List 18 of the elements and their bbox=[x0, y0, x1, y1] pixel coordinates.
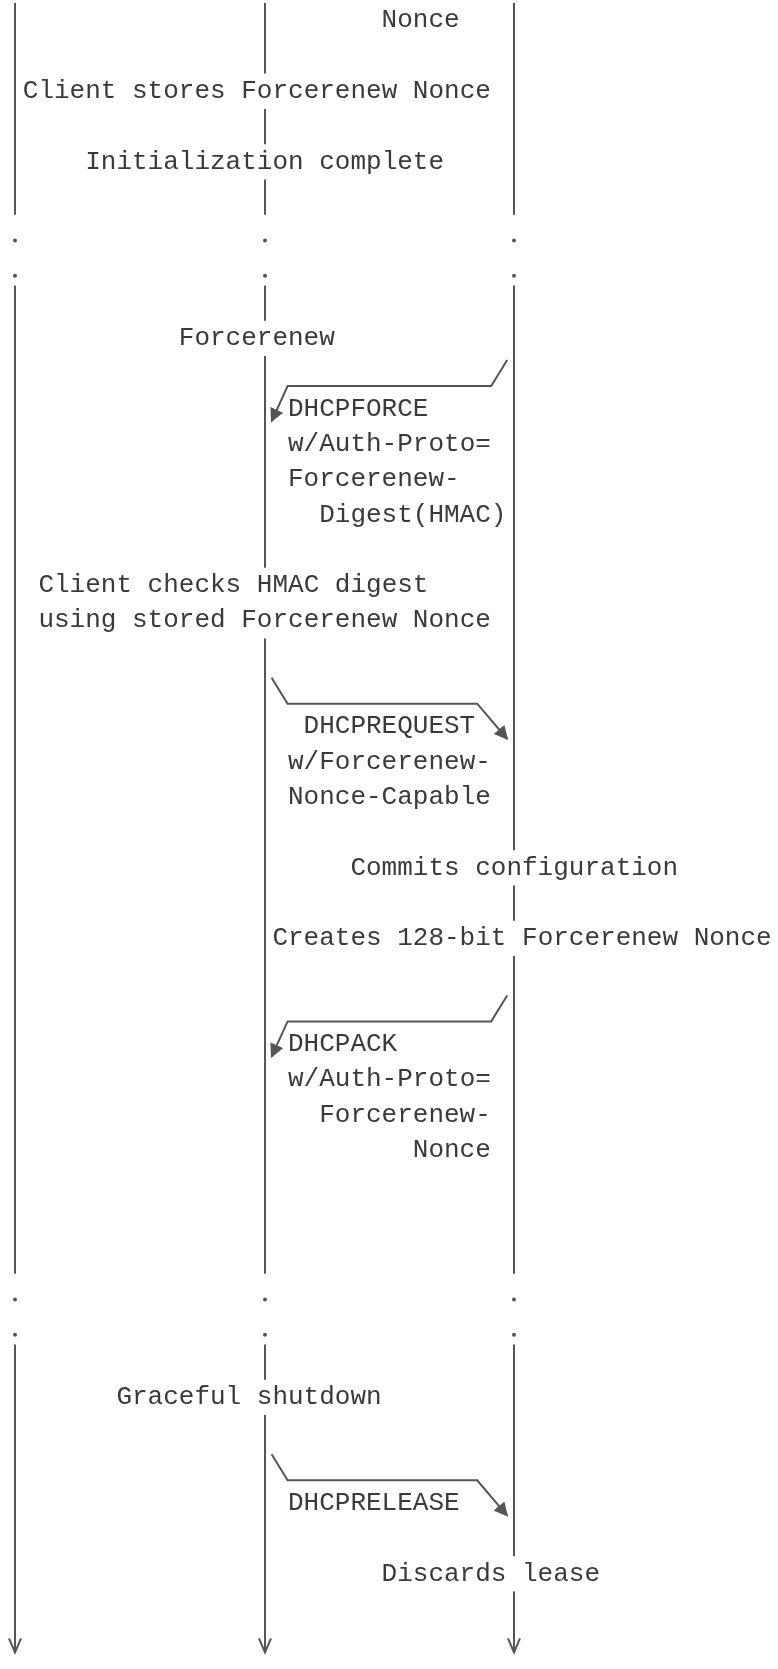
note-text: Commits configuration bbox=[350, 851, 679, 885]
note-text: Client checks HMAC digest using stored Forcerenew Nonce bbox=[38, 569, 492, 638]
note-text: Discards lease bbox=[381, 1557, 601, 1591]
message-arrow bbox=[270, 994, 509, 1058]
note-text: Initialization complete bbox=[85, 145, 445, 179]
lifeline bbox=[8, 3, 22, 1655]
note-text: Client stores Forcerenew Nonce bbox=[22, 74, 491, 108]
note-text: Creates 128-bit Forcerenew Nonce bbox=[272, 922, 772, 956]
note-text: Nonce bbox=[381, 4, 460, 38]
note-text: Forcerenew bbox=[178, 322, 335, 356]
message-arrow bbox=[270, 1453, 509, 1517]
message-arrow bbox=[270, 359, 509, 423]
message-label: DHCPACK w/Auth-Proto= Forcerenew- Nonce bbox=[288, 1028, 491, 1167]
message-label: DHCPREQUEST w/Forcerenew- Nonce-Capable bbox=[288, 710, 491, 814]
message-arrow bbox=[270, 676, 509, 741]
message-label: DHCPRELEASE bbox=[288, 1486, 460, 1520]
note-text: Graceful shutdown bbox=[116, 1381, 382, 1415]
message-label: DHCPFORCE w/Auth-Proto= Forcerenew- Digest(HMAC) bbox=[288, 392, 507, 532]
